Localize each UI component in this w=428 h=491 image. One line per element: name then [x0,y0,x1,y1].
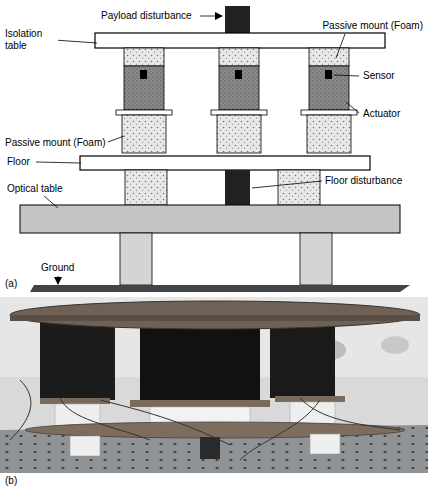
label: Payload disturbance [100,10,193,22]
panel-letter: (a) [4,278,18,290]
floor-plate [80,156,370,170]
isolation-table-plate [95,33,385,48]
photograph [0,297,428,473]
label: Passive mount (Foam) [4,137,107,149]
label: Ground [40,262,75,274]
mount-columns [116,48,357,153]
label: Passive mount (Foam) [321,20,424,32]
floor-foam [125,170,167,205]
optical-table [20,205,400,233]
floor-disturbance-block [225,170,250,205]
table-leg [300,233,332,285]
label: Floor [6,156,31,168]
floor-foam [278,170,320,205]
label: Optical table [6,183,64,195]
label: Actuator [362,108,401,120]
payload-disturbance-block [225,6,250,33]
schematic [20,6,410,292]
panel-letter: (b) [4,475,18,487]
label: Sensor [362,70,396,82]
table-leg [120,233,152,285]
ground-slab [30,285,410,292]
label: Isolation table [4,28,58,52]
label: Floor disturbance [324,175,403,187]
leader-lines [36,16,359,284]
